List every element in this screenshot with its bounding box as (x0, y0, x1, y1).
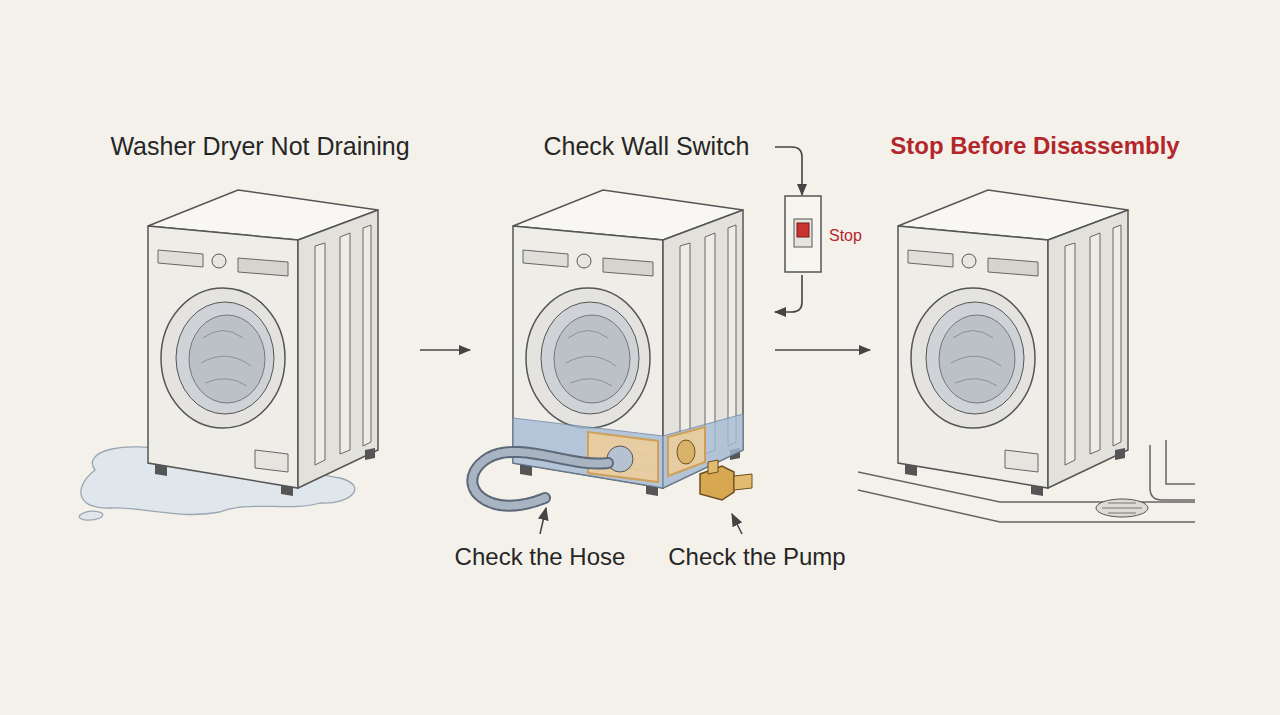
drain-grate (1102, 503, 1142, 513)
hose-ribbing (472, 452, 608, 506)
drain-pipe (1150, 440, 1195, 500)
washer-step: Check Wall Switch (470, 128, 775, 503)
step-heading: Washer Dryer Not Draining (100, 128, 420, 164)
switch-label: Stop (829, 226, 873, 246)
flow-arrow (775, 147, 802, 195)
leader-line (732, 514, 742, 534)
floor-drain (1096, 499, 1148, 517)
flow-arrow (420, 349, 470, 351)
washer-step: Washer Dryer Not Draining (100, 128, 420, 498)
flow-arrow (775, 275, 802, 312)
flow-arrow (775, 349, 870, 351)
callout-label: Check the Pump (657, 541, 857, 573)
washer-illustration (148, 190, 378, 496)
pump-highlight (668, 427, 705, 476)
step-heading: Check Wall Switch (518, 128, 775, 164)
pump-highlight (588, 432, 658, 482)
pump-port (677, 440, 695, 464)
washer-illustration (898, 190, 1128, 496)
washer-step: Stop Before Disassembly (870, 128, 1200, 503)
switch-plate-outline (785, 196, 821, 272)
step-heading: Stop Before Disassembly (855, 128, 1215, 164)
wall-switch: Stop (783, 195, 873, 275)
leader-line (540, 508, 546, 534)
switch-frame (794, 219, 812, 247)
switch-rocker (797, 223, 809, 237)
switch-plate (783, 195, 823, 275)
callout-label: Check the Hose (440, 541, 640, 573)
drain-hose (472, 452, 608, 506)
pump-outlet (708, 460, 752, 490)
